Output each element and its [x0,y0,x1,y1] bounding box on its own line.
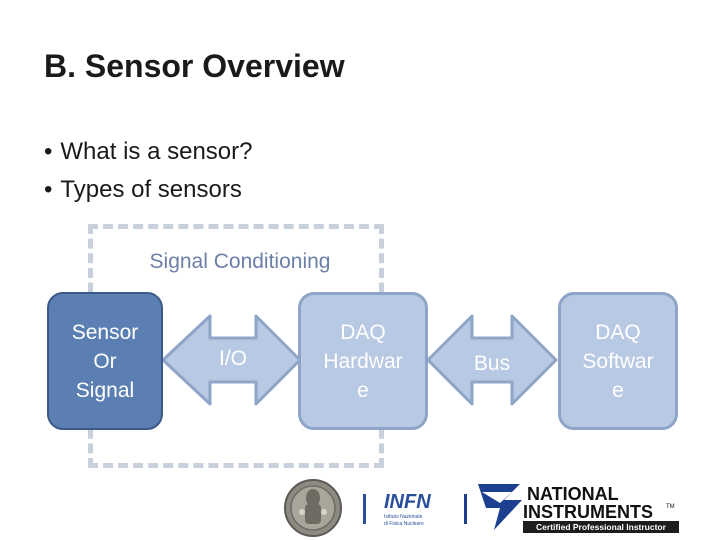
ni-eagle-icon [478,484,522,530]
daq-hardware-box: DAQ Hardwar e [298,292,428,430]
ni-line2: INSTRUMENTS [523,502,653,522]
bullet-item: What is a sensor? [44,133,252,171]
slide-title: B. Sensor Overview [44,48,345,84]
sensor-or-signal-box: Sensor Or Signal [47,292,163,430]
ni-badge [523,521,679,533]
bullet-item: Types of sensors [44,171,253,209]
ni-tm: TM [666,504,675,510]
infn-logo: INFN Istituto Nazionale di Fisica Nuclea… [384,491,431,527]
national-instruments-logo: NATIONAL INSTRUMENTS TM Certified Profes… [478,484,679,533]
daq-software-box: DAQ Softwar e [558,292,678,430]
bullet-list: What is a sensor? Types of sensors [44,133,253,209]
bus-double-arrow [426,314,558,406]
logo-separator [363,494,366,524]
io-label: I/O [218,347,247,370]
infn-subtext: di Fisica Nucleare [384,521,424,527]
infn-subtext: Istituto Nazionale [384,514,423,520]
ni-line1: NATIONAL [527,484,619,504]
signal-conditioning-label: Signal Conditioning [149,250,331,273]
infn-text: INFN [384,491,431,513]
bus-label: Bus [473,352,511,375]
ni-badge-text: Certified Professional Instructor [536,522,667,532]
logo-separator [464,494,467,524]
seal-logo [284,479,342,537]
